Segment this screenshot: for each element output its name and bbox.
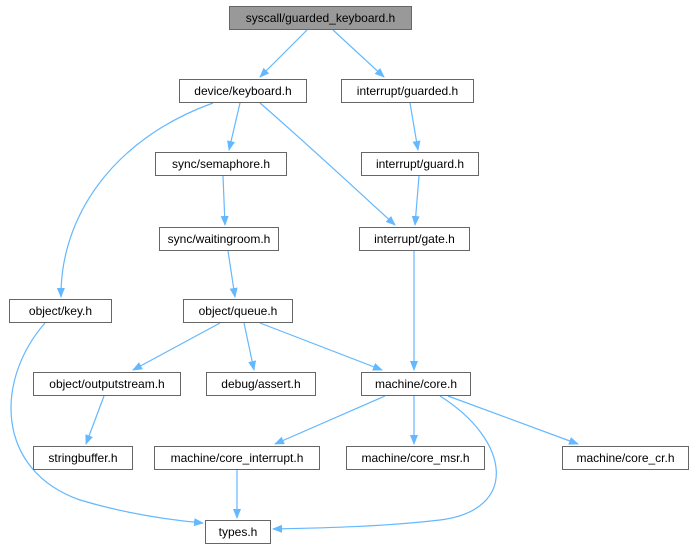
edge-n0-n1 [259,29,308,78]
edge-n1-n3 [227,102,241,151]
edge-n8-n11 [259,322,383,371]
node-interrupt-guarded-h[interactable]: interrupt/guarded.h [341,79,474,103]
node-sync-waitingroom-h[interactable]: sync/waitingroom.h [159,227,279,251]
node-sync-semaphore-h[interactable]: sync/semaphore.h [155,152,287,176]
edge-n1-n6 [259,102,396,226]
node-label: debug/assert.h [221,377,301,391]
node-label: sync/semaphore.h [171,157,271,171]
node-object-outputstream-h[interactable]: object/outputstream.h [33,372,181,396]
edge-n5-n8 [227,250,238,298]
edge-n0-n2 [332,29,385,78]
node-object-key-h[interactable]: object/key.h [9,299,112,323]
node-label: sync/waitingroom.h [167,232,271,246]
node-label: interrupt/guard.h [375,157,465,171]
node-label: machine/core_interrupt.h [170,451,304,465]
edge-n2-n4 [409,102,421,151]
node-label: object/queue.h [198,304,278,318]
edge-n9-n12 [85,395,105,445]
edge-n11-n15 [447,395,579,445]
node-debug-assert-h[interactable]: debug/assert.h [206,372,316,396]
node-label: syscall/guarded_keyboard.h [245,11,396,25]
edge-n3-n5 [220,175,229,226]
node-object-queue-h[interactable]: object/queue.h [183,299,293,323]
node-machine-core-msr-h[interactable]: machine/core_msr.h [346,446,485,470]
node-label: types.h [218,525,258,539]
node-interrupt-gate-h[interactable]: interrupt/gate.h [359,227,470,251]
edge-n7-n16 [10,322,204,527]
node-label: machine/core.h [374,377,458,391]
edge-n4-n6 [411,175,420,226]
edge-n11-n13 [274,395,386,445]
node-machine-core-interrupt-h[interactable]: machine/core_interrupt.h [154,446,320,470]
node-machine-core-cr-h[interactable]: machine/core_cr.h [562,446,689,470]
edge-n11-n16 [272,395,497,533]
node-label: interrupt/guarded.h [356,84,459,98]
node-label: device/keyboard.h [194,84,292,98]
node-syscall-guarded-keyboard-h: syscall/guarded_keyboard.h [229,6,412,30]
edge-n1-n7 [56,102,214,298]
node-label: object/key.h [28,304,93,318]
node-label: interrupt/gate.h [374,232,455,246]
node-label: machine/core_cr.h [576,451,675,465]
node-machine-core-h[interactable]: machine/core.h [361,372,471,396]
node-label: stringbuffer.h [48,451,118,465]
node-stringbuffer-h[interactable]: stringbuffer.h [33,446,133,470]
edge-n8-n9 [132,322,221,371]
node-interrupt-guard-h[interactable]: interrupt/guard.h [361,152,479,176]
edge-n8-n10 [243,322,257,371]
node-device-keyboard-h[interactable]: device/keyboard.h [179,79,307,103]
node-label: object/outputstream.h [49,377,165,391]
node-types-h[interactable]: types.h [205,520,271,544]
node-label: machine/core_msr.h [361,451,470,465]
